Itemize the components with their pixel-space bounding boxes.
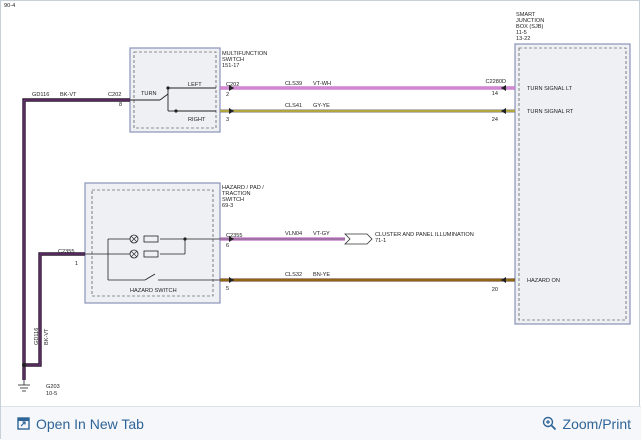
wiring-diagram: 90-4 SMART JUNCTION BOX (SJB) 11-5 13-22… bbox=[4, 3, 631, 397]
hazard-lamp-2 bbox=[129, 249, 159, 259]
zoom-print-button[interactable]: Zoom/Print bbox=[542, 416, 631, 432]
sjb-title-5: 13-22 bbox=[516, 36, 530, 42]
sjb-pin-label-turn-rt: TURN SIGNAL RT bbox=[527, 109, 574, 115]
hazard-switch-circuit bbox=[85, 238, 220, 281]
wire-cls41-id: CLS41 bbox=[285, 103, 302, 109]
multifunction-switch-box bbox=[129, 47, 221, 133]
bottom-toolbar: Open In New Tab Zoom/Print bbox=[1, 406, 641, 440]
page-number: 90-4 bbox=[4, 3, 15, 9]
hazard-splice-dot bbox=[183, 237, 187, 241]
c202-connector-label: C202 bbox=[226, 82, 239, 88]
open-new-tab-icon bbox=[17, 417, 30, 430]
gd116-id: GD116 bbox=[32, 92, 49, 98]
multifunction-switch-inner bbox=[133, 51, 217, 129]
cluster-illumination-arrow bbox=[344, 233, 373, 245]
hazard-switch-box bbox=[84, 182, 221, 304]
zoom-icon bbox=[542, 416, 556, 431]
ground-splice bbox=[22, 363, 26, 367]
cluster-illumination-ref: 71-1 bbox=[375, 238, 386, 244]
sjb-pin-label-turn-lt: TURN SIGNAL LT bbox=[527, 86, 573, 92]
sjb-title-3: BOX (SJB) bbox=[516, 24, 543, 30]
wire-cls32-color: BN-YE bbox=[313, 272, 330, 278]
ground-wire-main-stripe bbox=[23, 99, 130, 380]
hazard-title-2: TRACTION bbox=[222, 191, 251, 197]
c2355-pin-5: 5 bbox=[226, 286, 229, 292]
sjb-title-1: SMART bbox=[516, 12, 536, 18]
turn-switch-symbol bbox=[130, 87, 216, 112]
hazard-title-1: HAZARD / PAD / bbox=[222, 185, 264, 191]
sjb-pin-label-hazard-on: HAZARD ON bbox=[527, 278, 560, 284]
zoom-print-label: Zoom/Print bbox=[562, 415, 631, 432]
wire-cls32-id: CLS32 bbox=[285, 272, 302, 278]
turn-contact-left bbox=[166, 86, 170, 90]
hazard-switch-label: HAZARD SWITCH bbox=[130, 288, 177, 294]
right-label: RIGHT bbox=[188, 117, 206, 123]
open-in-new-tab-button[interactable]: Open In New Tab bbox=[17, 416, 144, 432]
sjb-pin-20: 20 bbox=[492, 287, 498, 293]
hazard-lamp-1 bbox=[129, 234, 159, 244]
turn-label: TURN bbox=[141, 91, 157, 97]
c202-ground-connector: C202 bbox=[108, 92, 121, 98]
c2355-pin-1: 1 bbox=[75, 261, 78, 267]
sjb-pin-24: 24 bbox=[492, 117, 498, 123]
connector-arrowheads bbox=[229, 85, 506, 283]
wire-cls39-id: CLS39 bbox=[285, 81, 302, 87]
c202-pin-8: 8 bbox=[119, 102, 122, 108]
cluster-illumination-label: CLUSTER AND PANEL ILLUMINATION bbox=[375, 232, 474, 238]
wire-cls39-color: VT-WH bbox=[313, 81, 331, 87]
ground-icon bbox=[18, 380, 30, 392]
ground-wire-hazard bbox=[24, 252, 85, 367]
left-label: LEFT bbox=[188, 82, 202, 88]
c202-pin-3: 3 bbox=[226, 117, 229, 123]
wire-vln04-color: VT-GY bbox=[313, 231, 330, 237]
gd116-color: BK-VT bbox=[60, 92, 77, 98]
gd116-vertical-id: GD116 bbox=[34, 328, 40, 345]
sjb-box bbox=[514, 43, 631, 325]
sjb-inner-dashed bbox=[518, 47, 627, 321]
sjb-title-4: 11-5 bbox=[516, 30, 527, 36]
g203-ref: 10-5 bbox=[46, 391, 57, 397]
sjb-pin-14: 14 bbox=[492, 91, 498, 97]
turn-contact-right bbox=[174, 109, 178, 113]
multifunction-title-2: SWITCH bbox=[222, 57, 244, 63]
hazard-title-3: SWITCH bbox=[222, 197, 244, 203]
c2355-connector-label: C2355 bbox=[226, 233, 242, 239]
c2355-ground-connector: C2355 bbox=[58, 249, 74, 255]
gd116-vertical-color: BK-VT bbox=[44, 328, 50, 345]
multifunction-title-1: MULTIFUNCTION bbox=[222, 51, 267, 57]
wire-vln04-id: VLN04 bbox=[285, 231, 302, 237]
sjb-connector-label: C2280D bbox=[485, 79, 506, 85]
open-in-new-tab-label: Open In New Tab bbox=[36, 415, 144, 432]
sjb-title-2: JUNCTION bbox=[516, 18, 544, 24]
g203-id: G203 bbox=[46, 384, 60, 390]
c202-pin-2: 2 bbox=[226, 92, 229, 98]
multifunction-title-3: 151-17 bbox=[222, 63, 239, 69]
c2355-pin-6: 6 bbox=[226, 243, 229, 249]
wire-cls41-color: GY-YE bbox=[313, 103, 330, 109]
hazard-switch-inner bbox=[91, 189, 214, 297]
hazard-title-4: 69-3 bbox=[222, 203, 233, 209]
ground-wire-hazard-stripe bbox=[24, 253, 85, 366]
